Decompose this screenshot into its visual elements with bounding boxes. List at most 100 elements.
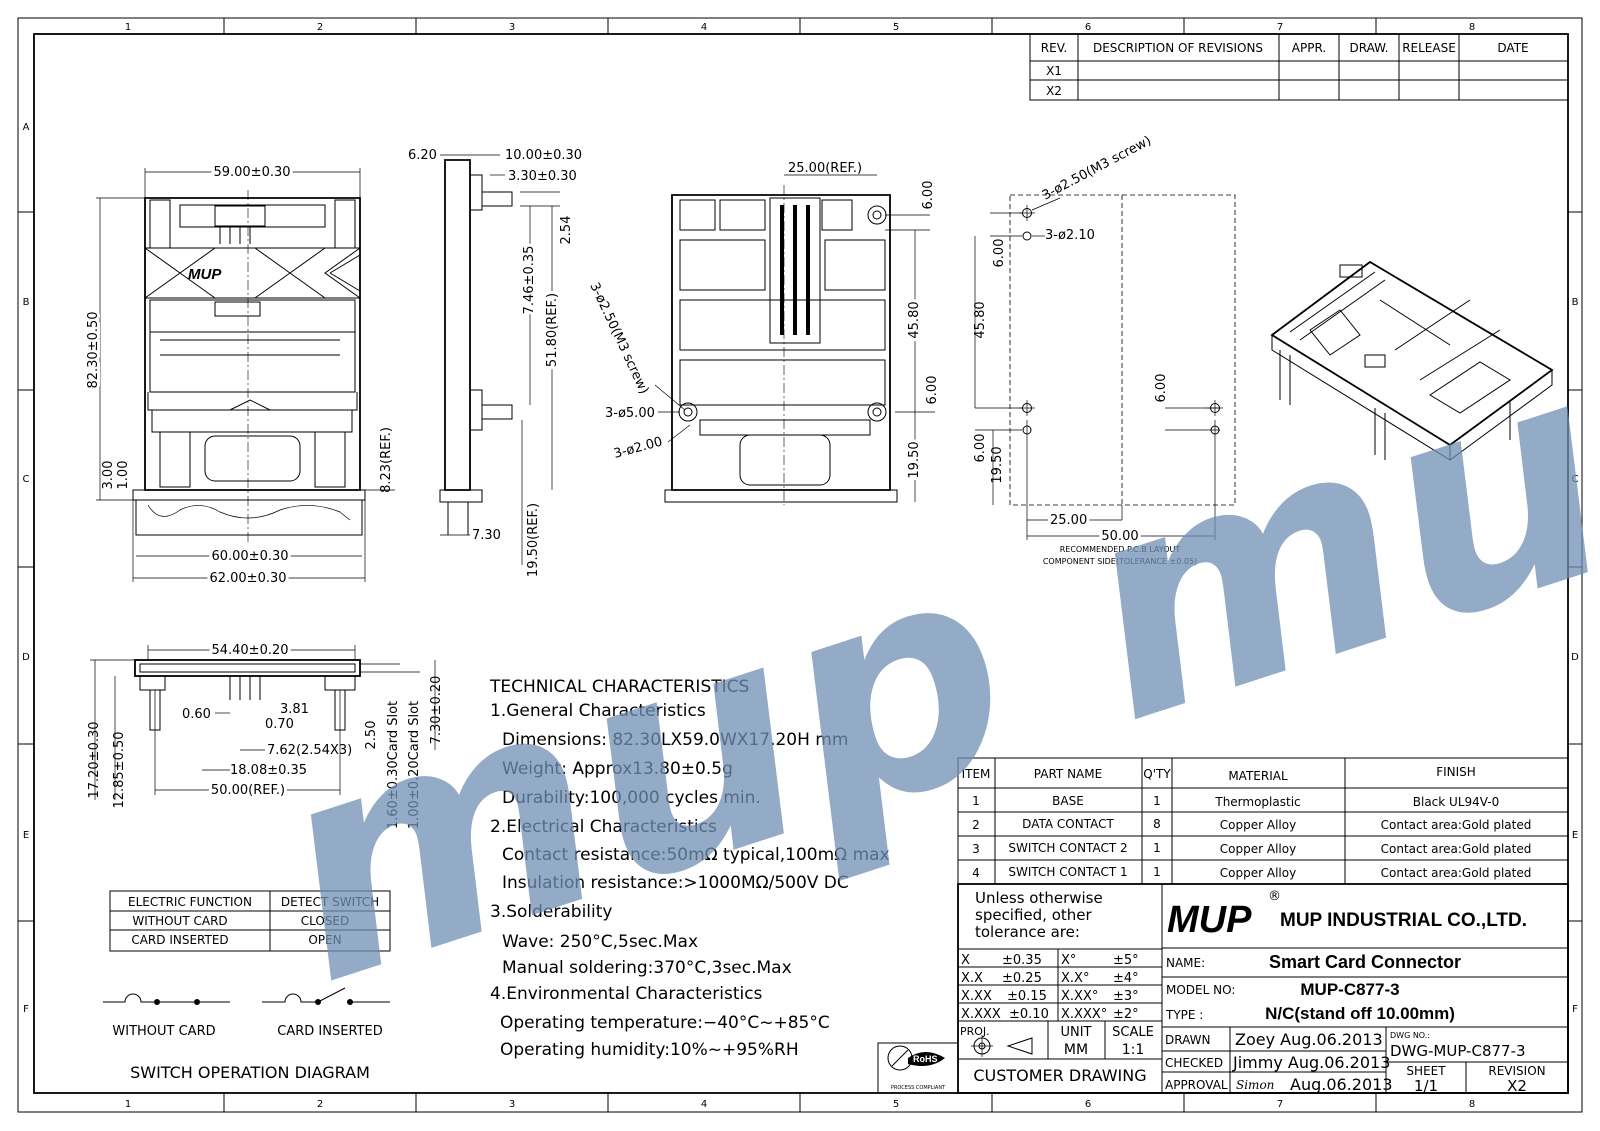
bom-cell: 1 xyxy=(972,794,980,808)
switch-cell: DETECT SWITCH xyxy=(281,895,379,909)
rev-header: APPR. xyxy=(1292,41,1326,55)
dim-label: 1.00±0.20Card Slot xyxy=(407,701,422,829)
bom-header: Q'TY xyxy=(1143,767,1171,781)
rev-header: REV. xyxy=(1041,41,1067,55)
bom-cell: BASE xyxy=(1052,794,1084,808)
approval-signature: Simon xyxy=(1236,1078,1274,1092)
scale-value: 1:1 xyxy=(1122,1042,1145,1058)
dim-label: 8.23(REF.) xyxy=(379,427,394,493)
bom-cell: Thermoplastic xyxy=(1214,795,1300,809)
col-label: 2 xyxy=(317,22,323,33)
dim-label: 45.80 xyxy=(973,301,988,338)
dim-label: 6.00 xyxy=(921,181,936,210)
dim-label: 45.80 xyxy=(907,301,922,338)
dim-label: 1.00 xyxy=(116,461,131,490)
dwg-number: DWG-MUP-C877-3 xyxy=(1390,1042,1526,1060)
dim-label: 54.40±0.20 xyxy=(211,643,288,658)
row-label: B xyxy=(23,297,30,308)
col-label: 8 xyxy=(1469,1099,1475,1110)
tolerance-note: tolerance are: xyxy=(975,923,1080,941)
tolerance-note: specified, other xyxy=(975,906,1093,924)
bom-table: ITEM PART NAME Q'TY MATERIAL FINISH 1 BA… xyxy=(957,757,1569,885)
dim-label: 6.20 xyxy=(408,148,437,163)
dim-label: 2.50 xyxy=(364,721,379,750)
col-label: 5 xyxy=(893,22,899,33)
tolerance-note: Unless otherwise xyxy=(975,889,1103,907)
col-label: 6 xyxy=(1085,22,1091,33)
projection-symbol-icon xyxy=(971,1035,1033,1057)
dim-label: 19.50 xyxy=(990,446,1005,483)
switch-diagram-title: SWITCH OPERATION DIAGRAM xyxy=(130,1063,370,1082)
dim-label: 3.81 xyxy=(280,702,309,717)
dim-label: 3-ø5.00 xyxy=(605,406,655,421)
switch-cell: ELECTRIC FUNCTION xyxy=(128,895,252,909)
tech-line: Operating temperature:−40°C~+85°C xyxy=(500,1013,830,1033)
dim-label: 10.00±0.30 xyxy=(505,148,582,163)
row-label: E xyxy=(1572,830,1578,841)
dim-label: 17.20±0.30 xyxy=(87,721,102,798)
tech-line: Wave: 250°C,5sec.Max xyxy=(502,932,698,952)
tech-line: Contact resistance:50mΩ typical,100mΩ ma… xyxy=(502,845,890,865)
dwg-label: DWG NO.: xyxy=(1390,1031,1430,1040)
tol-cell: ±0.15 xyxy=(1007,989,1047,1004)
dim-label: 25.00(REF.) xyxy=(788,161,862,176)
bom-cell: 3 xyxy=(972,842,980,856)
dim-label: 7.62(2.54X3) xyxy=(267,743,352,758)
dim-label: 2.54 xyxy=(559,216,574,245)
dim-label: 3.00 xyxy=(101,461,116,490)
dim-label: 50.00(REF.) xyxy=(211,783,285,798)
dim-label: 25.00 xyxy=(1050,513,1087,528)
checked-value: Jimmy Aug.06.2013 xyxy=(1232,1053,1390,1072)
approval-value: Aug.06.2013 xyxy=(1290,1075,1393,1094)
tech-line: 1.General Characteristics xyxy=(490,701,706,721)
tol-cell: ±3° xyxy=(1113,989,1139,1004)
rohs-text: RoHS xyxy=(913,1054,938,1064)
tech-line: Durability:100,000 cycles min. xyxy=(502,788,761,808)
tol-cell: ±4° xyxy=(1113,971,1139,986)
tol-cell: X.XX xyxy=(961,989,992,1004)
drawn-value: Zoey Aug.06.2013 xyxy=(1235,1030,1383,1049)
rohs-badge: RoHS PROCESS COMPLIANT xyxy=(877,1042,959,1094)
bom-cell: Contact area:Gold plated xyxy=(1381,866,1532,880)
switch-table: ELECTRIC FUNCTION DETECT SWITCH WITHOUT … xyxy=(109,890,391,952)
switch-label: WITHOUT CARD xyxy=(112,1024,215,1039)
tech-line: Operating humidity:10%~+95%RH xyxy=(500,1040,799,1060)
dim-label: 82.30±0.50 xyxy=(86,311,101,388)
bom-cell: Black UL94V-0 xyxy=(1413,795,1500,809)
row-label: D xyxy=(1571,652,1579,663)
dim-label: 19.50 xyxy=(907,441,922,478)
row-label: B xyxy=(1572,297,1579,308)
tol-cell: X.X xyxy=(961,971,983,986)
dim-label: 12.85±0.50 xyxy=(112,731,127,808)
tol-cell: ±5° xyxy=(1113,953,1139,968)
rev-row: X1 xyxy=(1046,64,1062,78)
company-name: MUP INDUSTRIAL CO.,LTD. xyxy=(1280,910,1527,931)
dim-label: 6.00 xyxy=(973,434,988,463)
bom-cell: 1 xyxy=(1153,865,1161,879)
bom-row: 2 DATA CONTACT 8 Copper Alloy Contact ar… xyxy=(972,817,1531,832)
pcb-caption: RECOMMENDED P.C.B LAYOUT xyxy=(1060,545,1181,554)
bom-cell: Copper Alloy xyxy=(1220,866,1296,880)
bom-cell: Contact area:Gold plated xyxy=(1381,842,1532,856)
dim-label: 1.60±0.30Card Slot xyxy=(386,701,401,829)
bom-cell: 4 xyxy=(972,866,980,880)
sheet-border: 1 2 3 4 5 6 7 8 1 2 3 4 5 6 7 8 A B C D … xyxy=(17,17,1583,1113)
bom-cell: Copper Alloy xyxy=(1220,818,1296,832)
model-number: MUP-C877-3 xyxy=(1300,980,1399,999)
bom-header: FINISH xyxy=(1436,765,1476,779)
sheet-value: 1/1 xyxy=(1414,1077,1438,1095)
dim-label: 7.30 xyxy=(472,528,501,543)
customer-drawing-label: CUSTOMER DRAWING xyxy=(973,1066,1146,1085)
bom-cell: Contact area:Gold plated xyxy=(1381,818,1532,832)
switch-cell: OPEN xyxy=(308,933,341,947)
rev-row: X2 xyxy=(1046,84,1062,98)
technical-characteristics: TECHNICAL CHARACTERISTICS 1.General Char… xyxy=(489,677,890,1060)
tol-cell: X xyxy=(961,953,970,968)
dim-label: 0.70 xyxy=(265,717,294,732)
tol-cell: X.XXX° xyxy=(1061,1007,1107,1022)
switch-cell: CARD INSERTED xyxy=(131,933,228,947)
bom-row: 4 SWITCH CONTACT 1 1 Copper Alloy Contac… xyxy=(972,865,1531,880)
revision-table: REV. DESCRIPTION OF REVISIONS APPR. DRAW… xyxy=(1029,33,1569,101)
bom-cell: SWITCH CONTACT 2 xyxy=(1008,841,1127,855)
dim-label: 3-ø2.00 xyxy=(612,434,664,461)
